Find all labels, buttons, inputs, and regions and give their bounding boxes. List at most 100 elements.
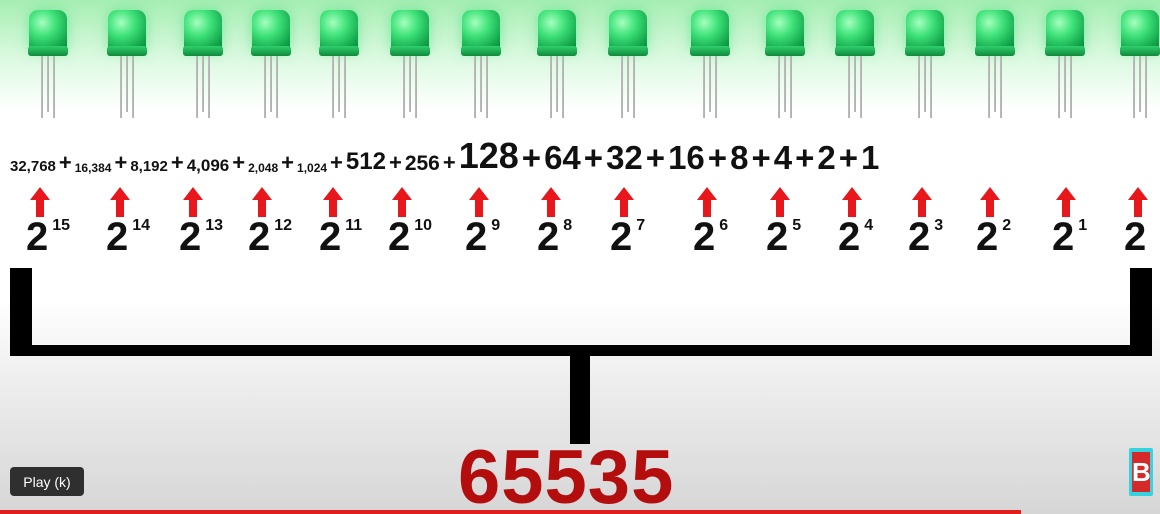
up-arrow-icon xyxy=(614,187,634,217)
power-exponent: 9 xyxy=(491,217,500,234)
plus-sign: + xyxy=(646,141,665,174)
power-base: 2 xyxy=(465,215,487,259)
power-base: 2 xyxy=(179,215,201,259)
plus-sign: + xyxy=(522,141,541,174)
power-base: 2 xyxy=(26,215,48,259)
plus-sign: + xyxy=(232,152,245,174)
sum-term: 16 xyxy=(668,141,705,174)
up-arrow-icon xyxy=(912,187,932,217)
bracket-crossbar xyxy=(10,345,1152,356)
plus-sign: + xyxy=(443,152,456,174)
up-arrow-icon xyxy=(541,187,561,217)
sum-term: 4,096 xyxy=(187,157,230,174)
power-base: 2 xyxy=(610,215,632,259)
power-exponent: 6 xyxy=(719,217,728,234)
power-base: 2 xyxy=(1052,215,1074,259)
plus-sign: + xyxy=(330,152,343,174)
plus-sign: + xyxy=(839,141,858,174)
plus-sign: + xyxy=(114,152,127,174)
power-base: 2 xyxy=(106,215,128,259)
power-exponent: 15 xyxy=(52,217,70,234)
sum-term: 4 xyxy=(774,141,792,174)
power-exponent: 4 xyxy=(864,217,873,234)
bracket-right-post xyxy=(1130,268,1152,356)
bracket-left-post xyxy=(10,268,32,356)
sum-term: 1,024 xyxy=(297,162,327,174)
sum-term: 16,384 xyxy=(75,162,112,174)
power-base: 2 xyxy=(248,215,270,259)
led-15 xyxy=(28,10,68,122)
power-exponent: 10 xyxy=(414,217,432,234)
up-arrow-icon xyxy=(252,187,272,217)
power-exponent: 12 xyxy=(274,217,292,234)
plus-sign: + xyxy=(389,152,402,174)
plus-sign: + xyxy=(751,141,770,174)
up-arrow-icon xyxy=(697,187,717,217)
plus-sign: + xyxy=(708,141,727,174)
power-base: 2 xyxy=(908,215,930,259)
sum-term: 256 xyxy=(405,153,440,174)
sum-term: 2,048 xyxy=(248,162,278,174)
up-arrow-icon xyxy=(980,187,1000,217)
up-arrow-icon xyxy=(469,187,489,217)
led-8 xyxy=(537,10,577,122)
channel-logo-letter: B xyxy=(1132,452,1150,492)
power-base: 2 xyxy=(388,215,410,259)
up-arrow-icon xyxy=(323,187,343,217)
up-arrow-icon xyxy=(770,187,790,217)
up-arrow-icon xyxy=(110,187,130,217)
sum-term: 32 xyxy=(606,141,643,174)
power-exponent: 11 xyxy=(345,217,362,234)
power-base: 2 xyxy=(319,215,341,259)
led-6 xyxy=(690,10,730,122)
up-arrow-icon xyxy=(30,187,50,217)
sum-term: 32,768 xyxy=(10,159,56,174)
up-arrow-icon xyxy=(842,187,862,217)
power-exponent: 13 xyxy=(205,217,223,234)
sum-term: 8,192 xyxy=(130,159,168,174)
up-arrow-icon xyxy=(392,187,412,217)
led-9 xyxy=(461,10,501,122)
led-7 xyxy=(608,10,648,122)
power-exponent: 5 xyxy=(792,217,801,234)
channel-logo[interactable]: B xyxy=(1129,448,1153,496)
led-0 xyxy=(1120,10,1160,122)
led-12 xyxy=(251,10,291,122)
led-2 xyxy=(975,10,1015,122)
power-exponent: 8 xyxy=(563,217,572,234)
power-exponent: 3 xyxy=(934,217,943,234)
power-exponent: 1 xyxy=(1078,217,1087,234)
play-tooltip: Play (k) xyxy=(10,467,84,496)
power-exponent: 2 xyxy=(1002,217,1011,234)
sum-term: 512 xyxy=(346,150,386,174)
plus-sign: + xyxy=(171,152,184,174)
led-13 xyxy=(183,10,223,122)
sum-row: 32,768+16,384+8,192+4,096+2,048+1,024+51… xyxy=(10,134,879,174)
led-14 xyxy=(107,10,147,122)
led-5 xyxy=(765,10,805,122)
power-base: 2 xyxy=(693,215,715,259)
progress-bar[interactable] xyxy=(0,510,1021,514)
led-10 xyxy=(390,10,430,122)
power-of-two: 2 xyxy=(1124,214,1150,260)
power-base: 2 xyxy=(1124,215,1146,259)
sum-term: 8 xyxy=(730,141,748,174)
power-exponent: 14 xyxy=(132,217,150,234)
up-arrow-icon xyxy=(183,187,203,217)
sum-term: 64 xyxy=(544,141,581,174)
led-1 xyxy=(1045,10,1085,122)
